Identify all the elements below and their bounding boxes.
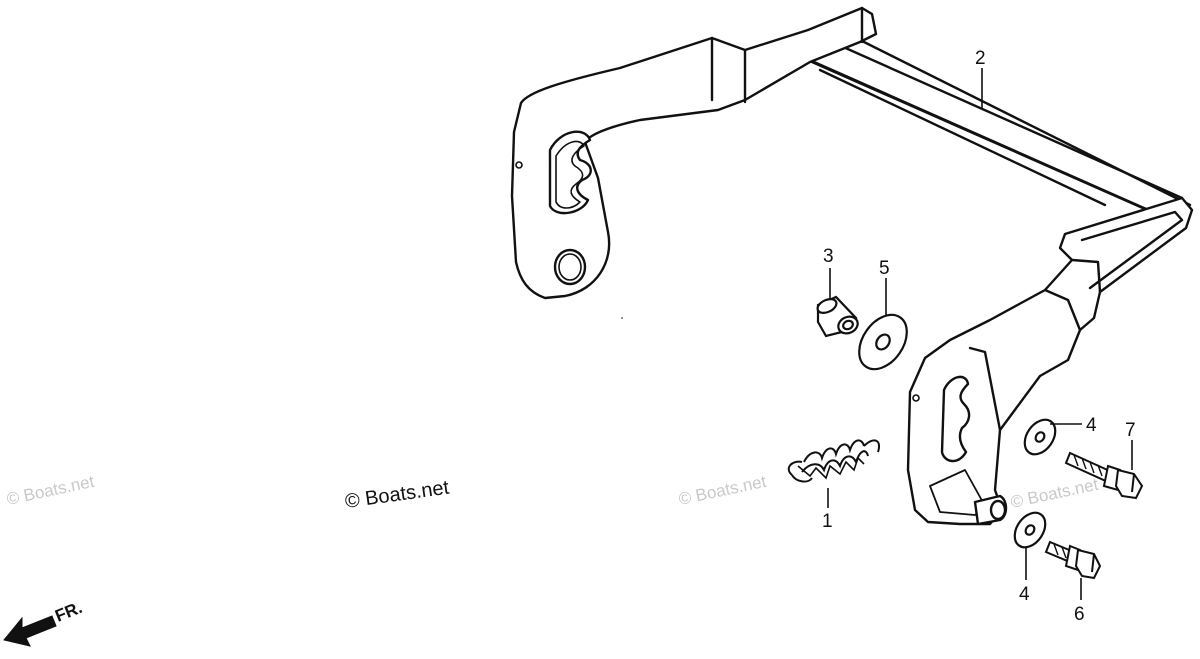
- watermark-faint-left: © Boats.net: [5, 472, 96, 509]
- watermark-faint-right: © Boats.net: [1009, 475, 1100, 512]
- callout-6: 6: [1074, 604, 1085, 625]
- callout-4-lower: 4: [1019, 584, 1030, 605]
- washer-large: [858, 313, 908, 371]
- spring: [787, 439, 880, 483]
- arrow-icon: [3, 615, 57, 647]
- callout-7: 7: [1125, 420, 1136, 441]
- washer-small-lower: [1013, 511, 1047, 549]
- watermark-main: © Boats.net: [344, 477, 451, 513]
- front-direction-indicator: FR.: [3, 598, 85, 647]
- watermark-faint-center: © Boats.net: [677, 472, 768, 509]
- leader-lines: [827, 68, 1133, 600]
- callout-2: 2: [975, 48, 986, 69]
- handle-bracket: [510, 6, 1194, 526]
- collar: [816, 295, 859, 338]
- bolt-long: [1064, 451, 1144, 500]
- callout-1: 1: [822, 511, 833, 532]
- callout-3: 3: [823, 246, 834, 267]
- stray-dot: [621, 317, 623, 319]
- callout-5: 5: [879, 258, 890, 279]
- washer-small-upper: [1023, 418, 1057, 456]
- bolt-short: [1044, 540, 1102, 580]
- front-label: FR.: [52, 598, 85, 626]
- callout-4-upper: 4: [1086, 415, 1097, 436]
- callout-numbers: 2 3 5 1 4 7 4 6: [822, 48, 1136, 625]
